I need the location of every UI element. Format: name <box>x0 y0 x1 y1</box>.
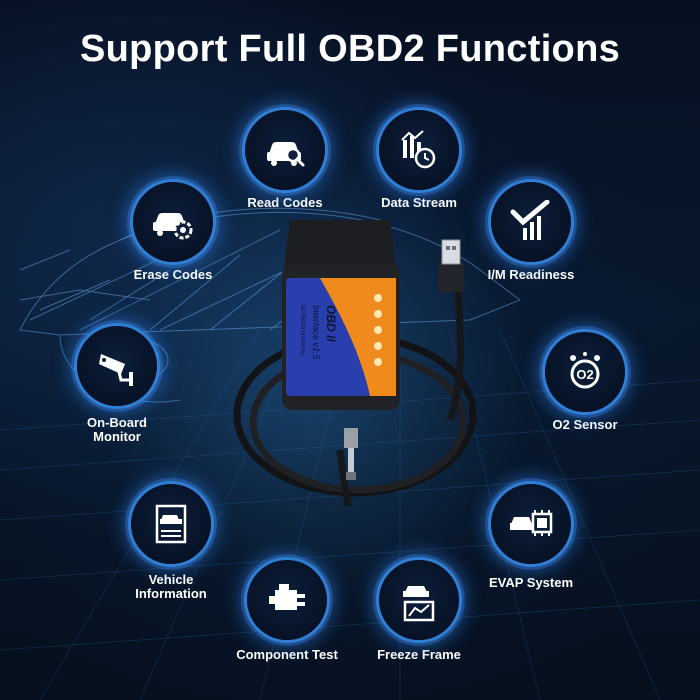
feature-badge <box>379 110 459 190</box>
usb-plug <box>438 239 464 292</box>
feature-badge <box>131 484 211 564</box>
feature-data-stream: Data Stream <box>334 110 504 210</box>
feature-label: Vehicle Information <box>135 572 207 601</box>
evap-system-icon <box>510 510 553 536</box>
feature-vehicle-information: Vehicle Information <box>86 484 256 601</box>
data-stream-icon <box>401 130 436 169</box>
page-title: Support Full OBD2 Functions <box>79 28 621 70</box>
car-search-icon <box>267 142 305 167</box>
check-chart-icon <box>510 200 550 240</box>
component-test-icon <box>269 584 305 610</box>
feature-badge <box>247 560 327 640</box>
feature-badge <box>491 182 571 262</box>
feature-component-test: Component Test <box>202 560 372 662</box>
feature-freeze-frame: Freeze Frame <box>334 560 504 662</box>
feature-label: Read Codes <box>247 195 323 210</box>
device-model: Interface v1.5 <box>311 305 321 361</box>
feature-label: Erase Codes <box>133 267 213 282</box>
feature-erase-codes: Erase Codes <box>88 182 258 282</box>
feature-label: I/M Readiness <box>487 267 575 282</box>
feature-label: Data Stream <box>381 195 457 210</box>
feature-badge <box>379 560 459 640</box>
device-brand: OBD II <box>324 305 338 342</box>
svg-text:O2: O2 <box>576 367 593 382</box>
power-switch <box>344 428 358 480</box>
feature-o2-sensor: O2 O2 Sensor <box>500 332 670 432</box>
car-gear-icon <box>153 213 193 240</box>
feature-on-board-monitor: On-Board Monitor <box>32 326 202 444</box>
feature-label: Component Test <box>236 647 338 662</box>
feature-label: EVAP System <box>488 575 574 590</box>
freeze-frame-icon <box>403 586 435 622</box>
feature-read-codes: Read Codes <box>200 110 370 210</box>
vehicle-info-icon <box>155 504 187 544</box>
feature-evap-system: EVAP System <box>446 484 616 590</box>
feature-badge <box>77 326 157 406</box>
device-protocols: all OBDII protocols <box>299 305 305 355</box>
obd2-adapter-device: OBD II Interface v1.5 all OBDII protocol… <box>233 220 477 507</box>
feature-badge <box>245 110 325 190</box>
feature-label: On-Board Monitor <box>87 415 147 444</box>
feature-im-readiness: I/M Readiness <box>446 182 616 282</box>
feature-label: Freeze Frame <box>377 647 461 662</box>
feature-badge: O2 <box>545 332 625 412</box>
feature-label: O2 Sensor <box>552 417 618 432</box>
camera-monitor-icon <box>99 354 133 386</box>
feature-badge <box>491 484 571 564</box>
feature-badge <box>133 182 213 262</box>
o2-sensor-icon: O2 <box>570 352 600 389</box>
obd-connector: OBD II Interface v1.5 all OBDII protocol… <box>282 220 400 410</box>
